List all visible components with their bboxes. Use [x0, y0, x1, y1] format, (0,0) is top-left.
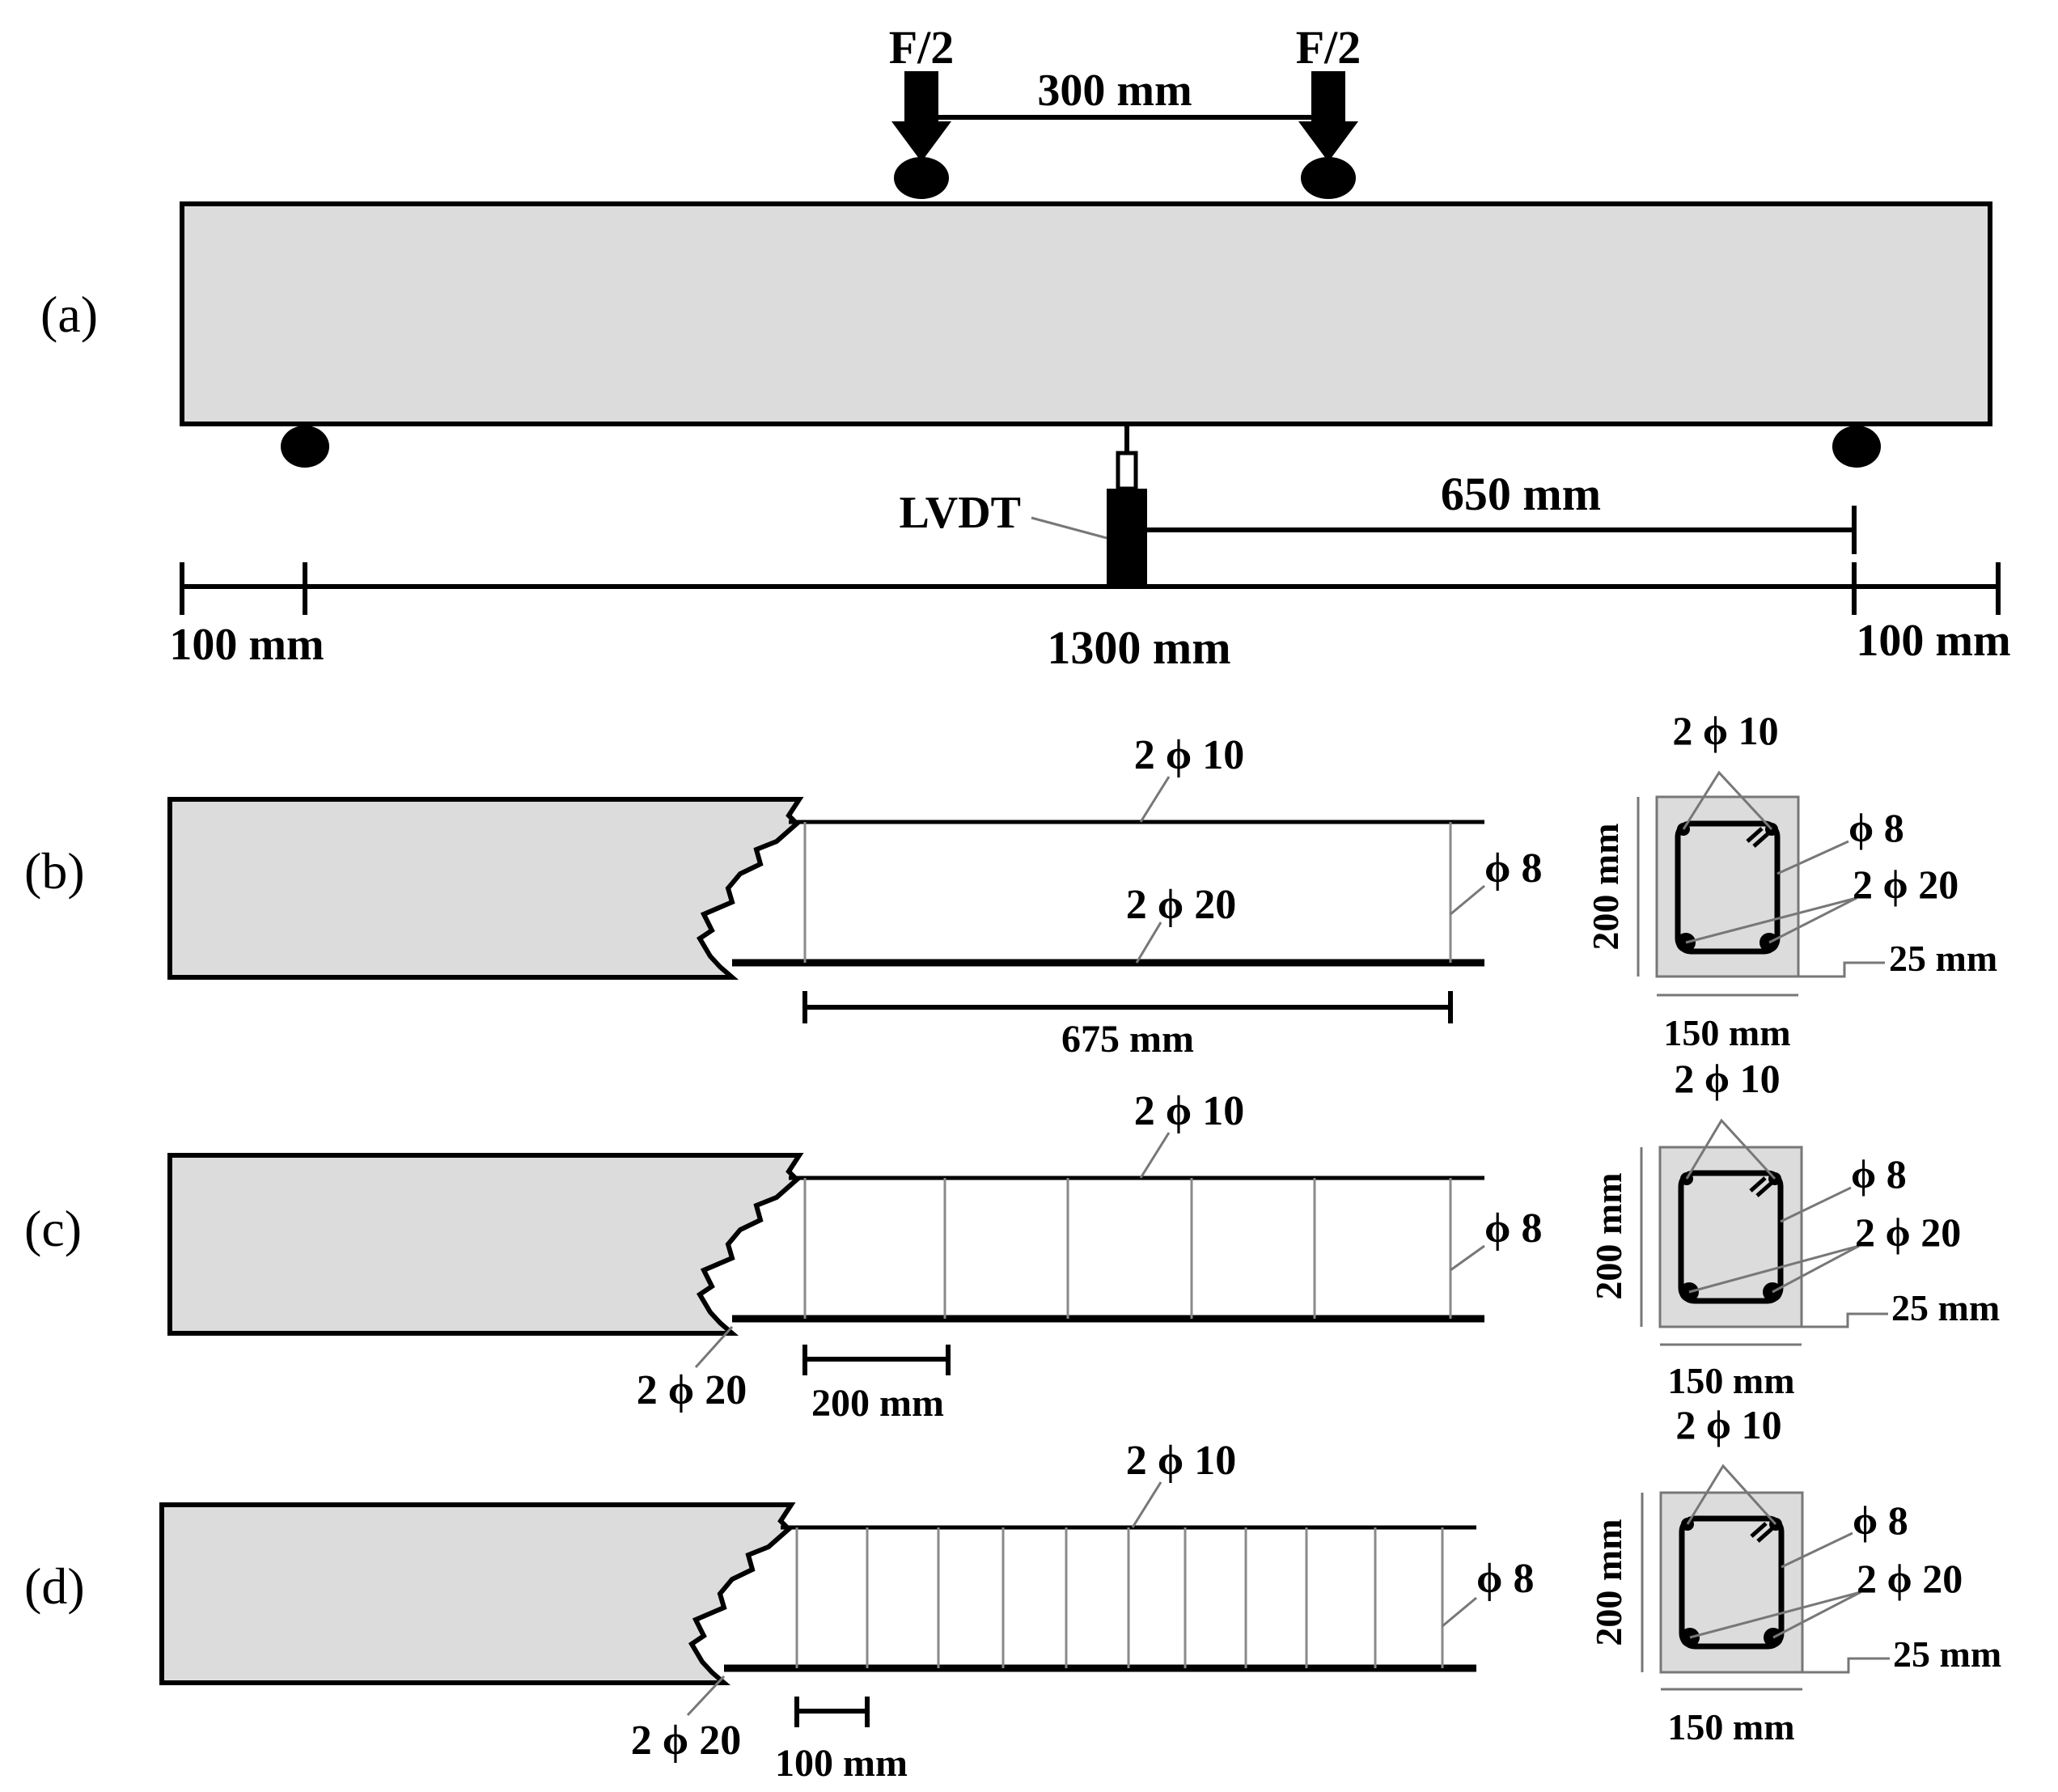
bottom-bars-label: 2 ϕ 20 — [631, 1718, 741, 1764]
bottom-bars-label: 2 ϕ 20 — [1126, 882, 1236, 928]
section-bottom-bars-label: 2 ϕ 20 — [1855, 1209, 1961, 1255]
section-cover-label: 25 mm — [1891, 1287, 2000, 1328]
overhang-right-label: 100 mm — [1856, 616, 2010, 666]
beam-elevation — [180, 201, 1992, 426]
cross-section-d — [1641, 1464, 1890, 1691]
overhang-left-label: 100 mm — [169, 620, 324, 670]
length-label: 675 mm — [1061, 1018, 1194, 1061]
section-stirrup-label: ϕ 8 — [1851, 1151, 1907, 1197]
panel-b: (b) 2 ϕ 10 2 ϕ 20 ϕ 8 675 mm — [24, 708, 1997, 1061]
load-left-label: F/2 — [889, 21, 955, 74]
stirrup-label: ϕ 8 — [1484, 845, 1542, 892]
cross-section-c — [1640, 1118, 1888, 1346]
spacing-label: 100 mm — [775, 1742, 908, 1785]
section-stirrup-label: ϕ 8 — [1848, 805, 1904, 850]
panel-b-label: (b) — [24, 842, 85, 900]
section-width-label: 150 mm — [1663, 1012, 1790, 1053]
panel-a: (a) F/2 F/2 300 mm LVDT — [40, 21, 2011, 674]
load-spacing-label: 300 mm — [1037, 66, 1192, 116]
section-bottom-bars-label: 2 ϕ 20 — [1857, 1556, 1963, 1601]
panel-c: (c) 2 ϕ 10 2 ϕ 20 ϕ 8 200 mm — [24, 1056, 2000, 1425]
panel-d: (d) 2 ϕ 10 2 ϕ 20 ϕ 8 100 mm — [24, 1402, 2001, 1785]
spacing-label: 200 mm — [811, 1382, 944, 1425]
panel-d-label: (d) — [24, 1557, 85, 1615]
section-top-bars-label: 2 ϕ 10 — [1672, 708, 1778, 753]
section-width-label: 150 mm — [1667, 1360, 1794, 1401]
top-bars-label: 2 ϕ 10 — [1126, 1438, 1236, 1484]
section-cover-label: 25 mm — [1889, 938, 1997, 979]
beam-cutaway-concrete — [167, 797, 804, 980]
stirrup-label: ϕ 8 — [1476, 1556, 1534, 1602]
section-width-label: 150 mm — [1667, 1706, 1794, 1748]
bottom-bars-label: 2 ϕ 20 — [637, 1367, 747, 1413]
section-stirrup-label: ϕ 8 — [1853, 1498, 1908, 1543]
support-right — [1832, 426, 1881, 468]
load-right-label: F/2 — [1296, 21, 1361, 74]
section-top-bars-label: 2 ϕ 10 — [1674, 1056, 1780, 1101]
section-top-bars-label: 2 ϕ 10 — [1675, 1402, 1781, 1447]
panel-a-label: (a) — [40, 286, 98, 343]
support-left — [281, 426, 329, 468]
panel-c-label: (c) — [24, 1200, 82, 1257]
top-bars-label: 2 ϕ 10 — [1134, 1088, 1244, 1134]
cross-section-b — [1637, 770, 1885, 997]
lvdt-leader — [1031, 516, 1107, 540]
section-height-label: 200 mm — [1585, 823, 1626, 950]
section-height-label: 200 mm — [1588, 1172, 1629, 1299]
lvdt-sensor — [1107, 424, 1147, 586]
section-bottom-bars-label: 2 ϕ 20 — [1853, 862, 1958, 907]
span-label: 1300 mm — [1047, 621, 1230, 674]
section-height-label: 200 mm — [1588, 1519, 1629, 1646]
beam-cutaway-concrete — [167, 1153, 804, 1336]
half-span-label: 650 mm — [1441, 468, 1601, 520]
beam-cutaway-concrete — [159, 1502, 796, 1685]
load-arrow-left — [891, 71, 951, 199]
top-bars-label: 2 ϕ 10 — [1134, 732, 1244, 778]
load-arrow-right — [1298, 71, 1358, 199]
stirrup-label: ϕ 8 — [1484, 1205, 1542, 1252]
section-cover-label: 25 mm — [1893, 1633, 2001, 1675]
lvdt-label: LVDT — [900, 488, 1021, 538]
